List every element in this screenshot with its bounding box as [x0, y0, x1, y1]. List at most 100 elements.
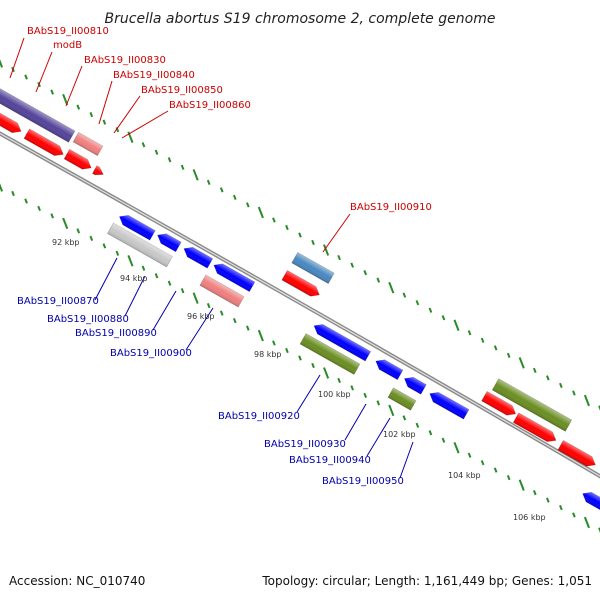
tick-mark	[467, 452, 472, 458]
gene-babs19-ii00910	[291, 252, 335, 284]
gene-rev-d-shine	[213, 263, 255, 292]
tick-mark	[376, 400, 381, 406]
gene-label-babs19-ii00860: BAbS19_II00860	[169, 100, 251, 111]
gene-fwd-g-shine	[481, 391, 516, 416]
tick-mark	[311, 239, 315, 246]
leader-line	[98, 80, 113, 125]
tick-mark	[363, 269, 368, 276]
leader-line	[344, 403, 367, 441]
gene-rev-c-shine	[183, 247, 213, 269]
gene-olive-b-shine	[492, 378, 572, 432]
tick-mark	[493, 467, 498, 473]
tick-mark	[376, 277, 381, 283]
gene-label-modb: modB	[53, 40, 82, 51]
gene-rev-d	[213, 263, 256, 293]
tick-mark	[598, 527, 600, 533]
leader-line	[366, 417, 391, 457]
tick-mark	[518, 357, 525, 369]
tick-mark	[257, 329, 264, 342]
gene-fwd-e	[281, 269, 320, 297]
tick-mark	[546, 497, 550, 503]
tick-mark	[506, 475, 511, 481]
tick-mark	[506, 352, 511, 358]
tick-mark	[180, 288, 185, 294]
tick-mark	[323, 367, 330, 379]
tick-mark	[0, 183, 4, 192]
leader-line	[9, 37, 25, 79]
gene-fwd-i	[557, 439, 596, 467]
gene-label-babs19-ii00890: BAbS19_II00890	[75, 328, 157, 339]
tick-mark	[167, 280, 172, 286]
leader-line	[65, 65, 83, 107]
tick-mark	[246, 325, 250, 331]
tick-mark	[50, 213, 54, 219]
leader-line	[296, 374, 321, 413]
gene-rev-b-shine	[157, 233, 182, 252]
tick-mark	[154, 273, 159, 279]
tick-mark	[232, 194, 237, 201]
gene-babs19-ii00940-shine	[387, 387, 417, 411]
gene-fwd-i-shine	[557, 440, 596, 467]
tick-mark	[246, 202, 250, 208]
tick-mark	[257, 206, 264, 219]
gene-babs19-ii00880	[107, 222, 173, 268]
tick-mark	[415, 300, 420, 306]
genome-summary-text: Topology: circular; Length: 1,161,449 bp…	[261, 574, 592, 588]
gene-label-babs19-ii00900: BAbS19_II00900	[110, 348, 192, 359]
tick-mark	[206, 303, 211, 309]
tick-mark	[272, 217, 276, 223]
kbp-label-104: 104 kbp	[448, 471, 481, 480]
gene-olive-b	[491, 378, 573, 432]
tick-mark	[350, 385, 354, 391]
gene-babs19-ii00950-shine	[429, 392, 469, 420]
tick-mark	[272, 340, 276, 346]
tick-mark	[141, 265, 146, 271]
tick-mark	[298, 355, 302, 361]
tick-mark	[192, 292, 199, 304]
leader-line	[94, 257, 118, 301]
kbp-label-100: 100 kbp	[318, 390, 351, 399]
tick-mark	[428, 307, 433, 313]
kbp-label-96: 96 kbp	[187, 312, 215, 321]
gene-rev-b	[157, 233, 182, 253]
tick-mark	[441, 315, 446, 321]
gene-label-babs19-ii00940: BAbS19_II00940	[289, 455, 371, 466]
chromosome-backbone	[0, 131, 600, 479]
gene-babs19-ii00830	[72, 131, 104, 157]
tick-mark	[219, 187, 224, 193]
leader-line	[113, 95, 141, 134]
tick-mark	[363, 392, 368, 399]
tick-mark	[388, 281, 395, 294]
gene-fwd-c-shine	[64, 149, 92, 170]
label-leader-lines	[9, 37, 414, 479]
tick-mark	[89, 112, 94, 118]
gene-rev-f	[404, 376, 427, 395]
tick-mark	[76, 228, 81, 234]
gene-label-babs19-ii00870: BAbS19_II00870	[17, 296, 99, 307]
tick-mark	[572, 512, 576, 518]
tick-mark	[219, 310, 224, 316]
tick-mark	[532, 489, 537, 496]
tick-mark	[583, 394, 590, 407]
gene-label-babs19-ii00830: BAbS19_II00830	[84, 55, 166, 66]
gene-fwd-g	[481, 390, 517, 416]
tick-mark	[402, 415, 407, 421]
gene-rev-f-shine	[404, 377, 427, 395]
gene-fwd-e-shine	[281, 270, 320, 297]
leader-line	[124, 275, 146, 317]
gene-fwd-h-shine	[513, 412, 557, 442]
gene-rev-edge-shine	[582, 492, 600, 512]
tick-mark	[0, 59, 4, 68]
kbp-label-102: 102 kbp	[383, 430, 416, 439]
tick-mark	[180, 164, 185, 170]
tick-mark	[127, 255, 134, 267]
tick-mark	[76, 104, 81, 110]
tick-mark	[453, 319, 460, 332]
kbp-label-98: 98 kbp	[254, 350, 282, 359]
tick-mark	[298, 232, 302, 238]
gene-babs19-ii00940	[387, 387, 417, 411]
gene-babs19-ii00950	[429, 392, 470, 420]
tick-mark	[24, 74, 28, 80]
tick-mark	[50, 89, 54, 95]
tick-mark	[285, 224, 289, 231]
